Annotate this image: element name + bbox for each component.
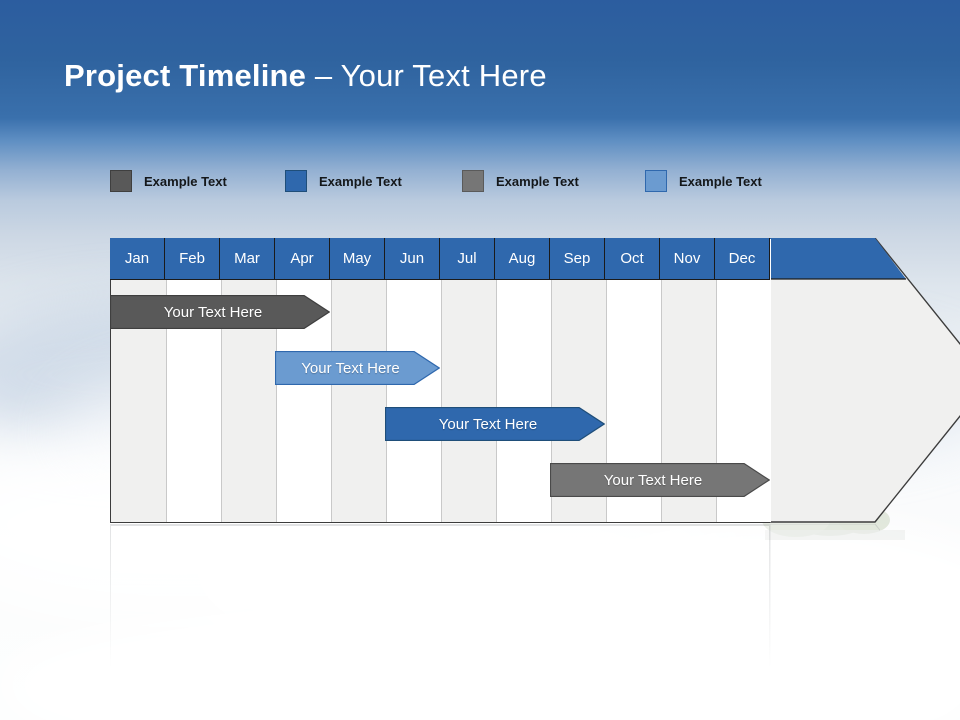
month-header-jun[interactable]: Jun [385, 238, 440, 279]
month-header-feb[interactable]: Feb [165, 238, 220, 279]
legend-item-2[interactable]: Example Text [285, 169, 402, 193]
grid-divider [496, 239, 497, 522]
task-bar-4[interactable]: Your Text Here [550, 463, 770, 497]
grid-column-mar [221, 239, 276, 522]
month-header-apr[interactable]: Apr [275, 238, 330, 279]
legend-swatch-4 [645, 170, 667, 192]
page-title-bold: Project Timeline [64, 58, 307, 93]
timeline-arrow-head [770, 238, 960, 523]
header-underline [110, 279, 770, 280]
grid-column-jan [111, 239, 166, 522]
legend-item-3[interactable]: Example Text [462, 169, 579, 193]
legend-label-4: Example Text [679, 173, 762, 189]
task-bar-label-2: Your Text Here [301, 359, 400, 377]
task-bar-1[interactable]: Your Text Here [110, 295, 330, 329]
task-bar-shape-2 [275, 351, 440, 385]
task-bar-label-3: Your Text Here [438, 415, 538, 433]
grid-divider [221, 239, 222, 522]
task-bar-label-4: Your Text Here [603, 471, 703, 489]
grid-column-aug [496, 239, 551, 522]
month-header-aug[interactable]: Aug [495, 238, 550, 279]
grid-divider [606, 239, 607, 522]
grid-column-feb [166, 239, 221, 522]
legend-swatch-2 [285, 170, 307, 192]
month-header-nov[interactable]: Nov [660, 238, 715, 279]
legend-item-4[interactable]: Example Text [645, 169, 762, 193]
timeline-grid [110, 238, 771, 523]
grid-divider [661, 239, 662, 522]
task-bar-3[interactable]: Your Text Here [385, 407, 605, 441]
month-header-jul[interactable]: Jul [440, 238, 495, 279]
legend-swatch-1 [110, 170, 132, 192]
page-title: Project Timeline – Your Text Here [64, 58, 547, 94]
legend-label-1: Example Text [144, 173, 227, 189]
task-bar-label-1: Your Text Here [163, 303, 263, 321]
grid-divider [716, 239, 717, 522]
task-bar-2[interactable]: Your Text Here [275, 351, 440, 385]
month-header-dec[interactable]: Dec [715, 238, 770, 279]
legend-label-2: Example Text [319, 173, 402, 189]
page-title-rest: – Your Text Here [306, 58, 547, 93]
task-bar-shape-1 [110, 295, 330, 329]
month-header-jan[interactable]: Jan [110, 238, 165, 279]
task-bar-shape-4 [550, 463, 770, 497]
task-bar-shape-3 [385, 407, 605, 441]
legend-label-3: Example Text [496, 173, 579, 189]
legend-item-1[interactable]: Example Text [110, 169, 227, 193]
grid-divider [441, 239, 442, 522]
month-header-mar[interactable]: Mar [220, 238, 275, 279]
month-header-may[interactable]: May [330, 238, 385, 279]
grid-divider [551, 239, 552, 522]
grid-divider [166, 239, 167, 522]
legend-swatch-3 [462, 170, 484, 192]
month-header-oct[interactable]: Oct [605, 238, 660, 279]
month-header-sep[interactable]: Sep [550, 238, 605, 279]
grid-column-jul [441, 239, 496, 522]
